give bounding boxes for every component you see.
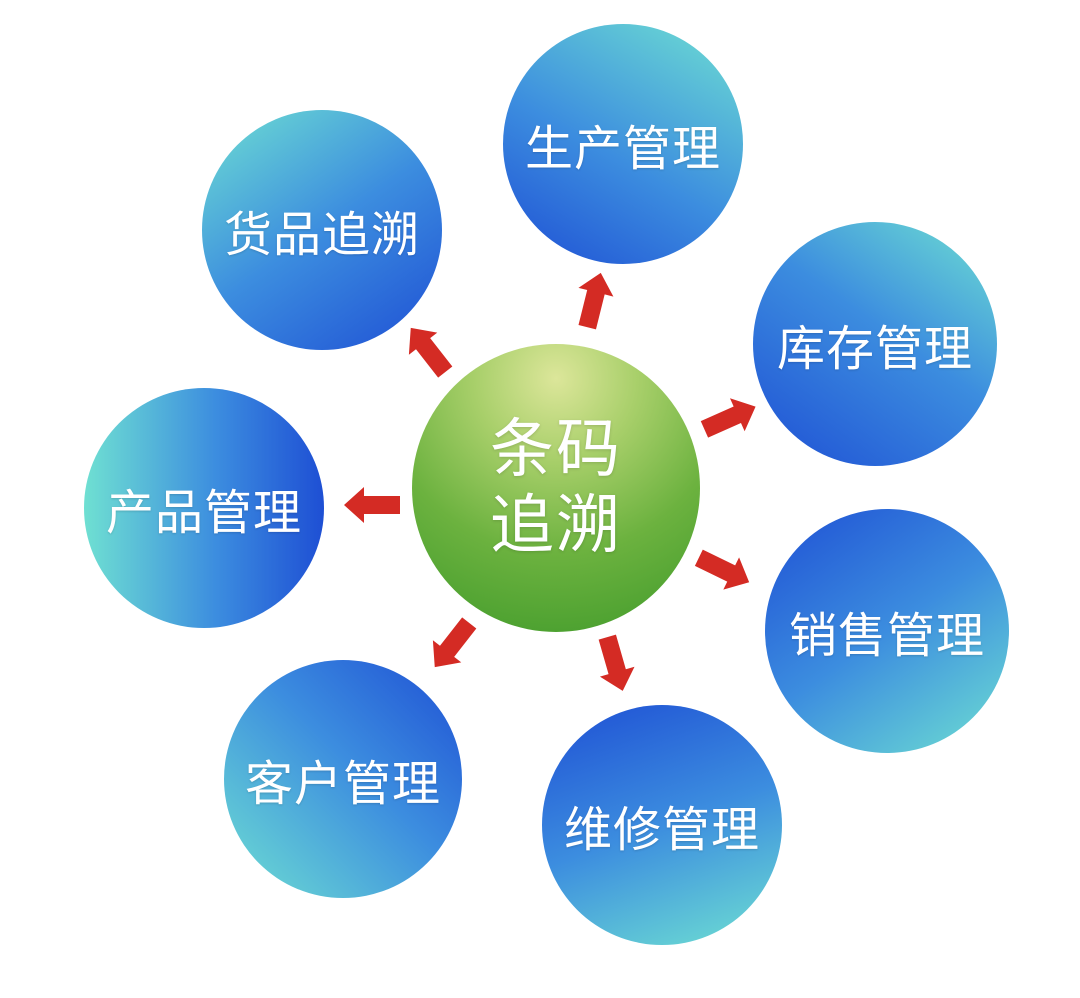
node-label: 产品管理 (105, 485, 302, 541)
arrow-to-product (344, 487, 400, 523)
node-production-management: 生产管理 (503, 24, 743, 264)
node-inventory-management: 库存管理 (753, 222, 997, 466)
node-goods-traceability: 货品追溯 (202, 110, 442, 350)
node-label: 销售管理 (788, 608, 985, 664)
node-label: 客户管理 (244, 756, 441, 812)
center-hub: 条码 追溯 (412, 344, 700, 632)
center-title-line1: 条码 (490, 413, 622, 487)
node-label: 库存管理 (776, 321, 973, 377)
arrow-to-sales (694, 549, 750, 590)
node-label: 货品追溯 (223, 207, 420, 263)
arrow-to-production (578, 272, 614, 330)
arrow-to-inventory (700, 398, 756, 438)
node-customer-management: 客户管理 (224, 660, 462, 898)
node-repair-management: 维修管理 (542, 705, 782, 945)
node-label: 维修管理 (563, 802, 760, 858)
node-label: 生产管理 (524, 121, 721, 177)
arrow-to-repair (598, 634, 635, 691)
center-title-line2: 追溯 (490, 489, 622, 563)
arrow-to-goods-trace (408, 327, 453, 378)
arrow-to-customer (432, 617, 477, 668)
node-product-management: 产品管理 (84, 388, 324, 628)
node-sales-management: 销售管理 (765, 509, 1009, 753)
